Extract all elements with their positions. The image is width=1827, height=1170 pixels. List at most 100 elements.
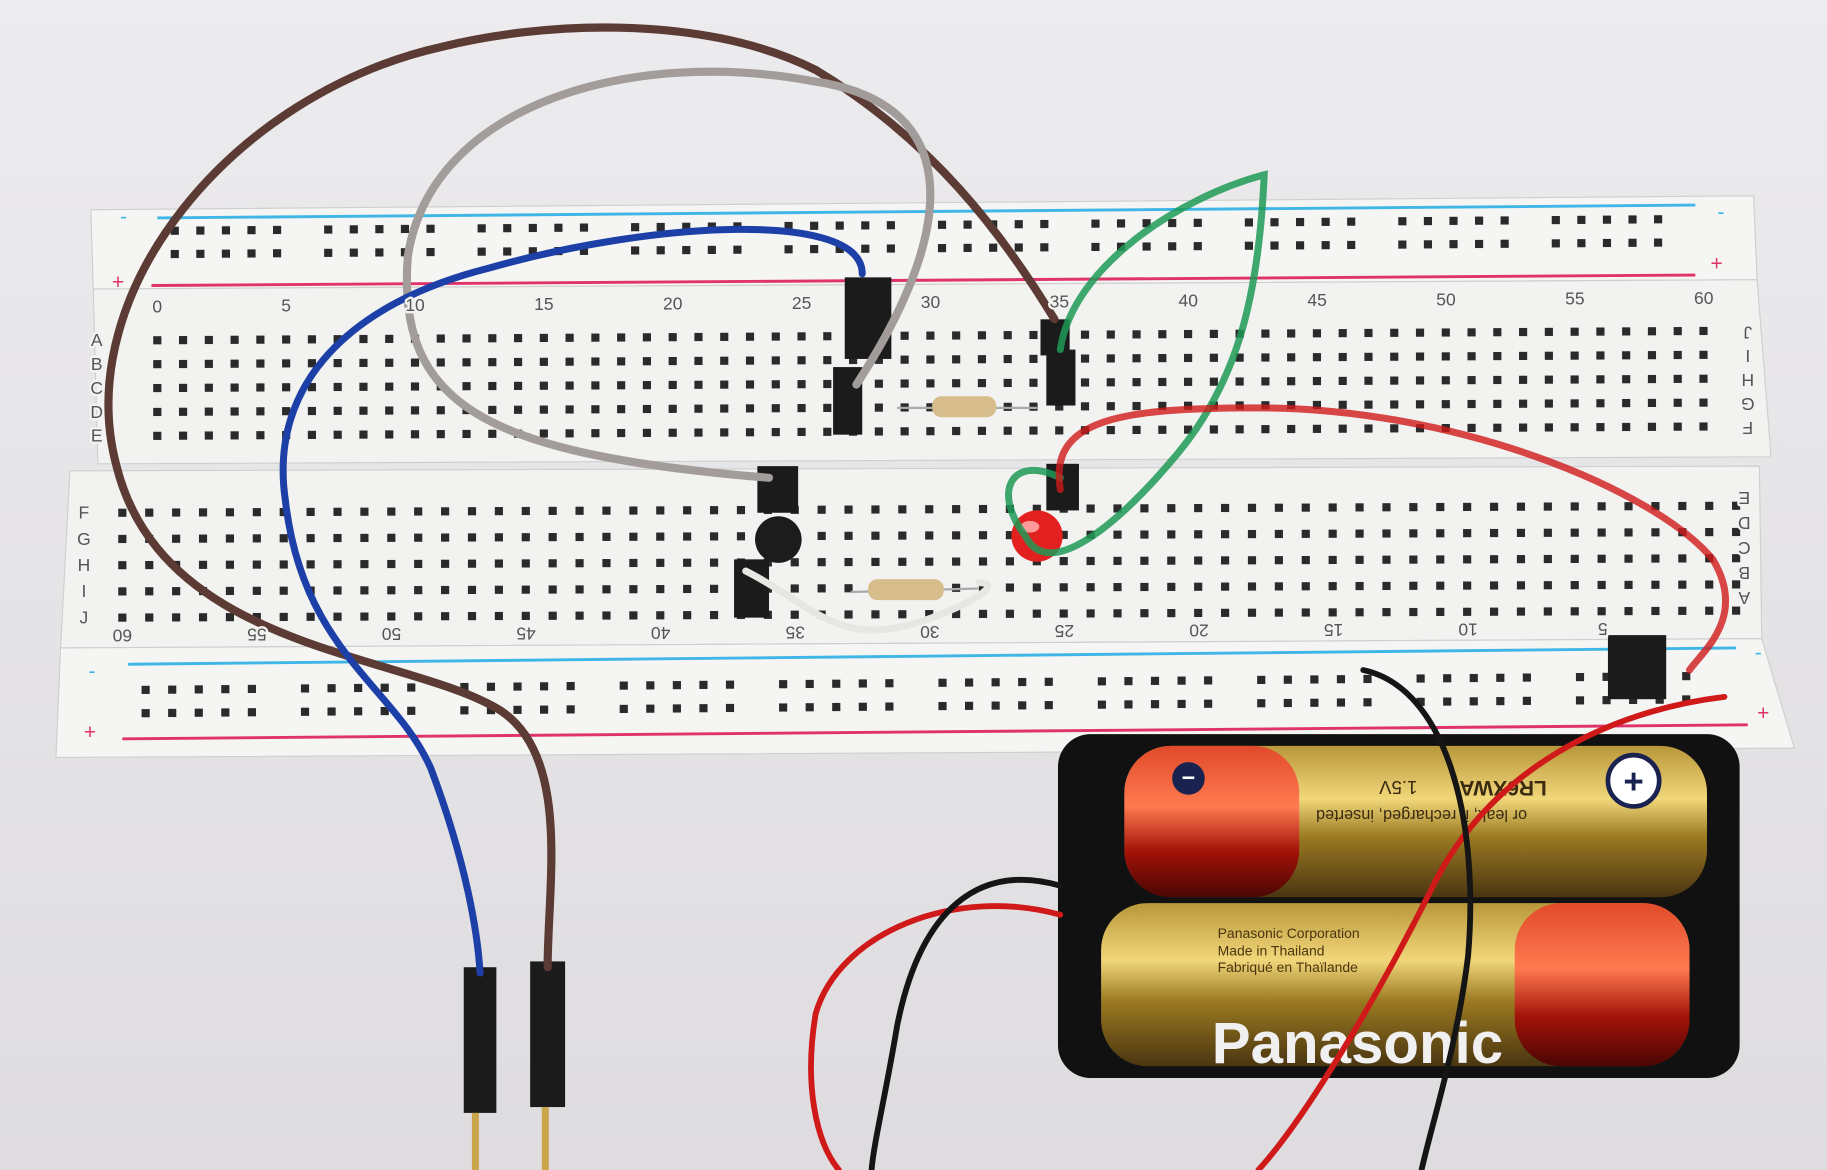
- breadboard-hole[interactable]: [1409, 529, 1418, 538]
- breadboard-hole[interactable]: [1029, 378, 1038, 387]
- breadboard-hole[interactable]: [575, 585, 584, 594]
- breadboard-hole[interactable]: [467, 507, 477, 516]
- breadboard-hole[interactable]: [817, 531, 826, 541]
- breadboard-hole[interactable]: [790, 584, 799, 593]
- breadboard-hole[interactable]: [952, 583, 961, 592]
- breadboard-hole[interactable]: [230, 407, 239, 416]
- breadboard-hole[interactable]: [874, 379, 883, 388]
- breadboard-hole[interactable]: [642, 428, 652, 437]
- breadboard-hole[interactable]: [462, 382, 471, 391]
- breadboard-hole[interactable]: [306, 534, 315, 543]
- breadboard-hole[interactable]: [1624, 528, 1633, 537]
- breadboard-hole[interactable]: [385, 334, 394, 343]
- breadboard-hole[interactable]: [488, 429, 497, 438]
- breadboard-hole[interactable]: [548, 533, 557, 542]
- breadboard-hole[interactable]: [170, 249, 179, 259]
- breadboard-hole[interactable]: [683, 506, 692, 515]
- breadboard-hole[interactable]: [1328, 555, 1337, 565]
- breadboard-hole[interactable]: [736, 505, 746, 515]
- breadboard-hole[interactable]: [952, 505, 961, 514]
- breadboard-hole[interactable]: [168, 685, 177, 694]
- breadboard-hole[interactable]: [656, 506, 665, 515]
- breadboard-hole[interactable]: [1221, 530, 1230, 539]
- breadboard-hole[interactable]: [1647, 398, 1657, 408]
- breadboard-hole[interactable]: [1463, 555, 1472, 564]
- breadboard-hole[interactable]: [1106, 330, 1115, 339]
- breadboard-hole[interactable]: [528, 247, 537, 256]
- breadboard-hole[interactable]: [1274, 582, 1283, 591]
- breadboard-hole[interactable]: [1184, 353, 1193, 363]
- breadboard-hole[interactable]: [1647, 422, 1657, 431]
- breadboard-hole[interactable]: [1475, 239, 1484, 249]
- breadboard-hole[interactable]: [1570, 375, 1579, 384]
- breadboard-hole[interactable]: [521, 506, 530, 516]
- breadboard-hole[interactable]: [844, 505, 853, 514]
- breadboard-hole[interactable]: [327, 707, 336, 716]
- breadboard-hole[interactable]: [1142, 219, 1151, 228]
- breadboard-hole[interactable]: [1364, 424, 1373, 433]
- breadboard-hole[interactable]: [1570, 528, 1579, 537]
- breadboard-hole[interactable]: [1336, 698, 1346, 707]
- breadboard-hole[interactable]: [1204, 699, 1213, 708]
- breadboard-hole[interactable]: [494, 585, 503, 594]
- breadboard-hole[interactable]: [1415, 352, 1425, 361]
- breadboard-hole[interactable]: [307, 406, 316, 416]
- breadboard-hole[interactable]: [926, 355, 935, 364]
- breadboard-hole[interactable]: [1551, 215, 1560, 225]
- breadboard-hole[interactable]: [745, 428, 755, 437]
- breadboard-hole[interactable]: [591, 429, 600, 438]
- breadboard-hole[interactable]: [1622, 327, 1631, 336]
- breadboard-hole[interactable]: [1469, 697, 1478, 706]
- breadboard-hole[interactable]: [617, 428, 626, 438]
- breadboard-hole[interactable]: [1570, 554, 1579, 563]
- breadboard-hole[interactable]: [204, 431, 213, 440]
- breadboard-hole[interactable]: [172, 587, 181, 596]
- breadboard-hole[interactable]: [1194, 556, 1203, 565]
- breadboard-hole[interactable]: [642, 404, 652, 414]
- breadboard-hole[interactable]: [426, 224, 435, 233]
- breadboard-hole[interactable]: [1673, 327, 1682, 336]
- breadboard-hole[interactable]: [333, 560, 342, 569]
- breadboard-hole[interactable]: [477, 224, 486, 233]
- breadboard-hole[interactable]: [387, 586, 396, 595]
- breadboard-hole[interactable]: [486, 706, 496, 715]
- breadboard-hole[interactable]: [885, 679, 894, 688]
- breadboard-hole[interactable]: [617, 357, 626, 366]
- breadboard-hole[interactable]: [725, 680, 735, 689]
- breadboard-hole[interactable]: [565, 429, 574, 438]
- breadboard-hole[interactable]: [575, 559, 584, 568]
- breadboard-hole[interactable]: [1005, 557, 1014, 566]
- breadboard-hole[interactable]: [1328, 503, 1337, 512]
- breadboard-hole[interactable]: [1097, 677, 1106, 686]
- breadboard-hole[interactable]: [354, 707, 363, 716]
- breadboard-hole[interactable]: [771, 356, 780, 365]
- breadboard-hole[interactable]: [279, 586, 288, 595]
- breadboard-hole[interactable]: [1221, 556, 1230, 565]
- red-battery-lead[interactable]: [808, 903, 1064, 1170]
- breadboard-hole[interactable]: [709, 506, 719, 515]
- breadboard-hole[interactable]: [1080, 402, 1090, 411]
- breadboard-hole[interactable]: [1158, 330, 1167, 339]
- breadboard-hole[interactable]: [709, 584, 719, 593]
- breadboard-hole[interactable]: [991, 701, 1000, 710]
- green-wire[interactable]: [1005, 170, 1268, 557]
- breadboard-hole[interactable]: [300, 684, 310, 693]
- breadboard-hole[interactable]: [978, 557, 988, 566]
- breadboard-hole[interactable]: [784, 221, 793, 231]
- breadboard-hole[interactable]: [656, 222, 665, 232]
- breadboard-hole[interactable]: [1500, 239, 1509, 248]
- breadboard-hole[interactable]: [978, 504, 988, 514]
- breadboard-hole[interactable]: [256, 383, 265, 392]
- breadboard-hole[interactable]: [1705, 580, 1714, 589]
- breadboard-hole[interactable]: [591, 333, 600, 342]
- breadboard-hole[interactable]: [977, 331, 987, 340]
- breadboard-hole[interactable]: [1673, 374, 1682, 383]
- breadboard-hole[interactable]: [118, 613, 127, 622]
- breadboard-hole[interactable]: [656, 585, 665, 594]
- breadboard-hole[interactable]: [926, 427, 935, 436]
- breadboard-hole[interactable]: [1140, 530, 1149, 539]
- breadboard-hole[interactable]: [694, 356, 703, 365]
- breadboard-hole[interactable]: [1247, 556, 1257, 565]
- breadboard-hole[interactable]: [642, 381, 652, 390]
- breadboard-hole[interactable]: [1124, 677, 1133, 686]
